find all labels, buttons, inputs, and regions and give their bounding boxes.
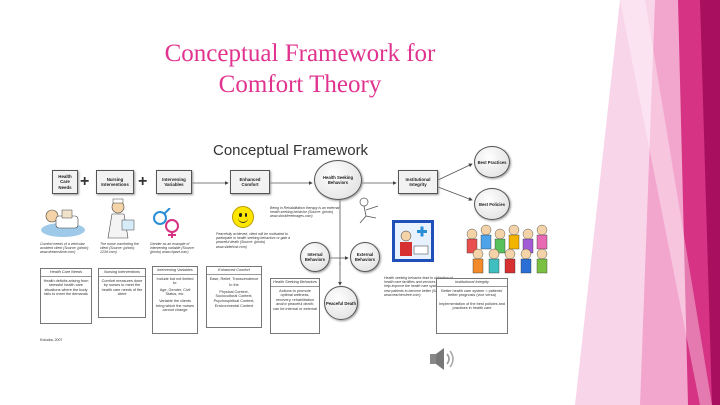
- concept-box-header: Nursing Interventions: [99, 270, 145, 277]
- concept-box-header: Enhanced Comfort: [207, 268, 261, 275]
- node-health-care-needs: Health Care Needs: [52, 170, 78, 194]
- crowd-of-people-illustration: [466, 224, 548, 274]
- note-gender-variable: Gender as an example of intervening vari…: [150, 242, 195, 255]
- concept-box-header: Institutional Integrity: [437, 280, 507, 287]
- concept-box-body: Physical Context, Sociocultural Context,…: [213, 289, 255, 308]
- concept-box-intervening-variables: Intervening Variables Include but not li…: [152, 266, 198, 334]
- node-best-policies: Best Policies: [474, 188, 510, 220]
- node-enhanced-comfort: Enhanced Comfort: [230, 170, 270, 194]
- node-internal-behaviors: Internal Behaviors: [300, 242, 330, 272]
- concept-box-body: Implementation of the best policies and …: [439, 301, 505, 311]
- concept-box-header: Health Care Needs: [41, 270, 91, 277]
- arrow-integrity-to-policies: [437, 186, 473, 201]
- concept-box-nursing-interventions: Nursing Interventions Comfort measures d…: [98, 268, 146, 318]
- concept-box-body: Better health care system = patients' be…: [441, 288, 503, 298]
- concept-box-health-seeking: Health Seeking Behaviors Actions to prom…: [270, 278, 320, 334]
- concept-box-header: Health Seeking Behaviors: [271, 280, 319, 287]
- node-intervening-variables: Intervening Variables: [156, 170, 192, 194]
- concept-box-institutional-integrity: Institutional Integrity Better health ca…: [436, 278, 508, 334]
- slide-title-line1: Conceptual Framework for: [164, 40, 436, 67]
- concept-box-enhanced-comfort: Enhanced Comfort Ease, Relief, Transcend…: [206, 266, 262, 328]
- concept-box-health-care-needs: Health Care Needs Health deficits arisin…: [40, 268, 92, 324]
- node-external-behaviors: External Behaviors: [350, 242, 380, 272]
- plus-sign-2: +: [138, 173, 148, 190]
- concept-box-body: In the: [229, 283, 239, 288]
- node-nursing-interventions: Nursing Interventions: [96, 170, 134, 194]
- concept-box-body: Actions to promote optimal wellness, rec…: [273, 288, 317, 311]
- note-health-facilities: Health seeking behavior lead to utilizat…: [384, 276, 460, 297]
- concept-box-body: Health deficits arising from stressful h…: [43, 278, 89, 297]
- gender-symbols-illustration: [153, 208, 179, 238]
- note-nurse-comforting: The nurse comforting the client (Source:…: [100, 242, 139, 255]
- note-rehab-therapy: Being in Rehabilitation therapy is an ex…: [270, 206, 340, 219]
- concept-box-body: Age, Gender, Civil Status, etc.: [159, 287, 191, 297]
- node-peaceful-death: Peaceful Death: [324, 286, 358, 320]
- note-peaceful-behaviors: Peacefully achieved, client will be moti…: [216, 232, 291, 249]
- citation: Kolcaba, 2007: [40, 338, 63, 342]
- slide-title-line2: Comfort Theory: [218, 71, 382, 98]
- concept-box-header: Intervening Variables: [153, 268, 197, 275]
- hospital-facility-illustration: [392, 220, 434, 262]
- node-institutional-integrity: Institutional Integrity: [398, 170, 438, 194]
- concept-box-body: Ease, Relief, Transcendence: [209, 276, 259, 281]
- note-health-care-needs: Comfort needs of a vehicular accident cl…: [40, 242, 89, 255]
- node-best-practices: Best Practices: [474, 146, 510, 178]
- slide-title: Conceptual Framework for Comfort Theory: [110, 38, 490, 100]
- arrow-integrity-to-practices: [437, 163, 473, 181]
- plus-sign-1: +: [80, 173, 90, 190]
- speaker-icon[interactable]: [428, 346, 458, 372]
- concept-box-body: Comfort measures done by nurses to meet …: [101, 278, 143, 297]
- framework-heading: Conceptual Framework: [213, 142, 369, 159]
- concept-box-body: Variable the clients bring which the nur…: [156, 298, 194, 313]
- smiley-face-icon: [232, 206, 254, 228]
- injured-client-illustration: [41, 209, 85, 237]
- node-health-seeking-behaviors: Health Seeking Behaviors: [314, 160, 362, 200]
- nurse-illustration: [107, 198, 135, 239]
- concept-box-body: Include but not limited to:: [156, 276, 194, 286]
- rehab-therapy-illustration: [359, 197, 379, 224]
